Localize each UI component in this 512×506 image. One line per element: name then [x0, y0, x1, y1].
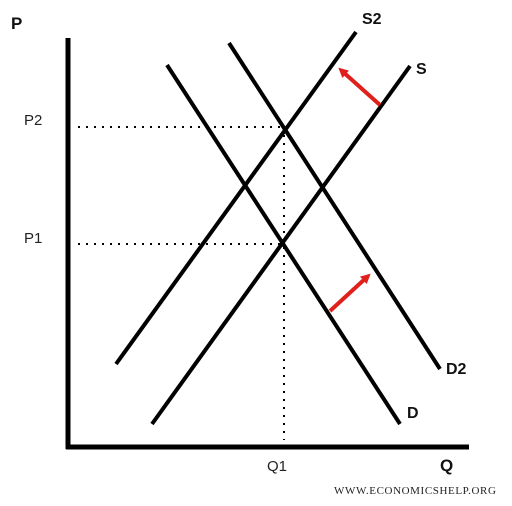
price-axis-label: P — [11, 14, 22, 33]
demand-d-label: D — [407, 405, 419, 422]
demand-d2-label: D2 — [446, 361, 467, 378]
p1-label: P1 — [24, 230, 42, 247]
demand-curve-d — [165, 63, 402, 426]
p2-label: P2 — [24, 112, 42, 129]
supply-curve-s2 — [114, 30, 358, 366]
supply-curve-s — [150, 64, 412, 426]
supply-shift-arrow — [338, 67, 382, 107]
demand-curve-d2 — [227, 41, 442, 371]
site-watermark: WWW.ECONOMICSHELP.ORG — [334, 485, 497, 497]
quantity-axis-label: Q — [440, 456, 453, 475]
demand-shift-arrow — [328, 273, 371, 313]
q1-label: Q1 — [267, 458, 287, 475]
supply-s2-label: S2 — [362, 11, 382, 28]
supply-s-label: S — [416, 61, 427, 78]
